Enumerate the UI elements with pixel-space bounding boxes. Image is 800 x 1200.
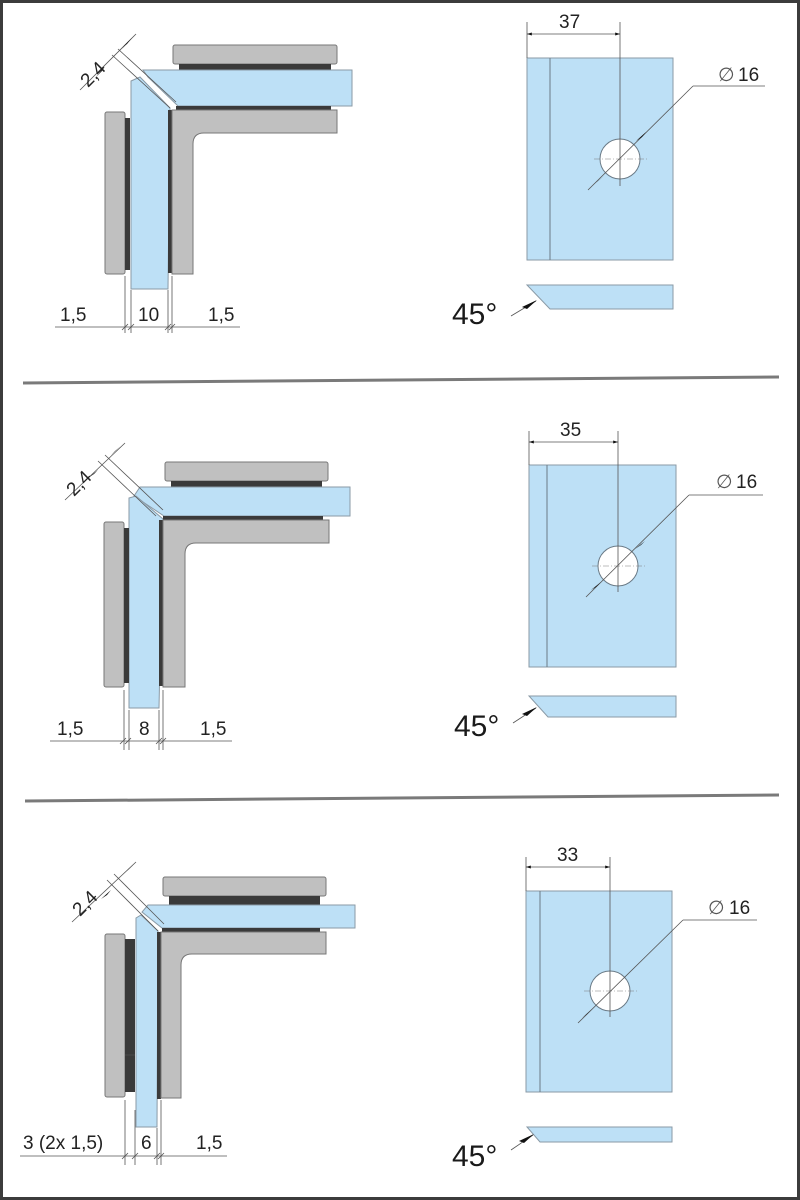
left-outer-clamp-plate [104, 111, 126, 275]
tick-mark [124, 737, 132, 745]
tick-mark [155, 737, 163, 745]
bevel-profile [527, 695, 677, 718]
corner-clamp-profile-1: 2,4 1,5 10 1,5 [55, 33, 353, 333]
tick-mark [121, 323, 129, 331]
left-gasket-dimension: 1,5 [57, 719, 83, 740]
inner-gasket-horizontal [163, 516, 323, 520]
inner-gasket-vertical [168, 110, 172, 273]
glass-thickness-dimension: 10 [138, 305, 159, 326]
inner-l-bracket [160, 931, 327, 1099]
hole-offset-dimension: 33 [557, 845, 578, 866]
horizontal-glass-panel [133, 486, 351, 517]
inner-gasket-horizontal [176, 106, 331, 110]
gap-dim-line [71, 861, 137, 923]
tick-mark [157, 1152, 165, 1160]
corner-clamp-profile-2: 2,4 1,5 8 1,5 [50, 442, 351, 750]
glass-plate-view-2: 35 ∅ 16 45° [454, 420, 763, 743]
vertical-glass-panel [135, 914, 159, 1128]
tick-mark [168, 323, 176, 331]
gap-extension-line [111, 54, 171, 109]
glass-thickness-dimension: 8 [139, 719, 150, 740]
gap-dim-line [64, 442, 126, 501]
hole-diameter-dimension: 16 [729, 898, 750, 919]
gap-dimension-label: 2,4 [69, 887, 103, 921]
tick-mark [119, 737, 127, 745]
section-divider-1 [22, 375, 780, 385]
bevel-profile [525, 1126, 673, 1143]
top-outer-clamp-plate [164, 461, 329, 482]
bevel-profile [525, 284, 674, 310]
diameter-leader [577, 919, 684, 1024]
right-gasket-dimension: 1,5 [200, 719, 226, 740]
glass-plate-view-3: 33 ∅ 16 45° [452, 845, 757, 1173]
diameter-symbol: ∅ [716, 471, 733, 493]
gap-dimension-label: 2,4 [77, 58, 111, 92]
tick-mark [121, 1152, 129, 1160]
inner-gasket-vertical [159, 520, 163, 686]
glass-thickness-dimension: 6 [141, 1133, 152, 1154]
hole-offset-dimension: 37 [559, 12, 580, 33]
section-2: 2,4 1,5 8 1,5 35 ∅ [50, 420, 763, 750]
inner-l-bracket [162, 519, 330, 688]
top-outer-clamp-plate [162, 876, 327, 897]
left-gasket-dimension: 1,5 [60, 305, 86, 326]
inner-gasket-horizontal [162, 928, 320, 932]
gap-extension-line [106, 879, 159, 932]
vertical-glass-panel [130, 76, 171, 290]
gap-extension-line [113, 873, 165, 925]
bevel-angle-label: 45° [452, 298, 497, 331]
top-outer-clamp-plate [172, 44, 338, 65]
hole-diameter-dimension: 16 [738, 65, 759, 86]
gap-extension-line [117, 48, 177, 103]
tick-mark [153, 1152, 161, 1160]
tick-mark [127, 323, 135, 331]
top-outer-gasket [171, 481, 322, 487]
left-outer-gasket [124, 528, 129, 683]
hole-offset-dimension: 35 [560, 420, 581, 441]
left-gasket-dimension: 3 (2x 1,5) [23, 1133, 103, 1154]
tick-mark [164, 323, 172, 331]
left-outer-clamp-plate [103, 521, 125, 688]
gap-dimension-label: 2,4 [63, 467, 97, 501]
bevel-angle-label: 45° [454, 710, 499, 743]
inner-gasket-vertical [157, 932, 161, 1099]
section-1: 2,4 1,5 10 1,5 37 [55, 12, 765, 333]
vertical-glass-panel [128, 495, 164, 709]
top-outer-gasket [179, 64, 331, 70]
hole-diameter-dimension: 16 [736, 472, 757, 493]
glass-plate-view-1: 37 ∅ 16 45° [452, 12, 765, 331]
gap-extension-line [97, 460, 157, 517]
left-outer-gasket-double [125, 939, 135, 1092]
bevel-angle-label: 45° [452, 1140, 497, 1173]
right-gasket-dimension: 1,5 [208, 305, 234, 326]
corner-clamp-profile-3: 2,4 3 (2x 1,5) 6 1,5 [20, 861, 356, 1165]
inner-l-bracket [171, 109, 338, 275]
left-outer-clamp-plate [104, 933, 126, 1098]
diameter-symbol: ∅ [718, 64, 735, 86]
gap-dim-line [79, 33, 137, 91]
gap-extension-line [104, 454, 164, 511]
section-3: 2,4 3 (2x 1,5) 6 1,5 33 [20, 845, 757, 1173]
diameter-symbol: ∅ [708, 897, 725, 919]
diameter-leader [585, 494, 690, 598]
horizontal-glass-panel [141, 904, 356, 929]
tick-mark [131, 1152, 139, 1160]
section-divider-2 [24, 793, 780, 803]
top-outer-gasket-double [169, 896, 320, 905]
tick-mark [159, 737, 167, 745]
left-outer-gasket [125, 118, 130, 270]
right-gasket-dimension: 1,5 [196, 1133, 222, 1154]
